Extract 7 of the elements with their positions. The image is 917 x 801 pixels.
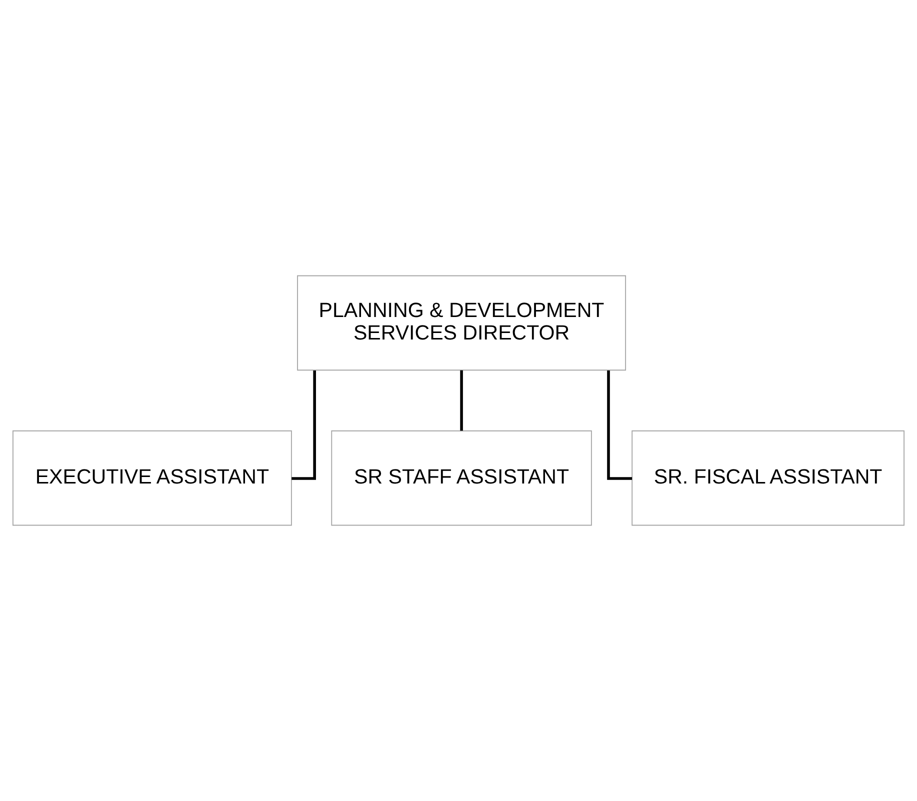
connector (607, 370, 632, 480)
connector (292, 370, 316, 480)
node-box: EXECUTIVE ASSISTANT (12, 430, 292, 526)
connector (460, 370, 463, 431)
node-box: PLANNING & DEVELOPMENT SERVICES DIRECTOR (297, 275, 626, 371)
node-box: SR STAFF ASSISTANT (331, 430, 592, 526)
node-box: SR. FISCAL ASSISTANT (632, 430, 905, 526)
